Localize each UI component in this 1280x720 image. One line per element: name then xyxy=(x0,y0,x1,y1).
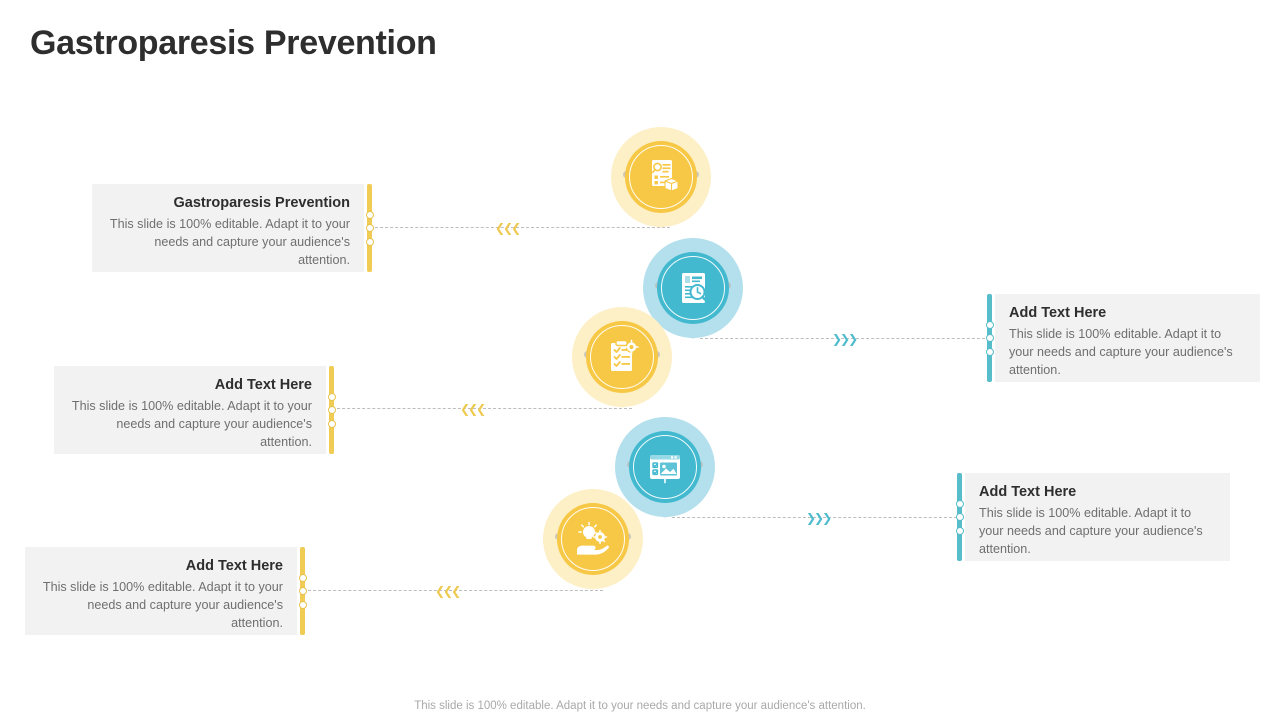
connector-line-2: ❯❯❯ xyxy=(700,332,990,346)
accent-bar-yellow-3 xyxy=(298,547,307,635)
pin-core xyxy=(629,431,701,503)
triple-chevron-right-icon: ❯❯❯ xyxy=(806,511,832,525)
connector-line-1: ❮❮❮ xyxy=(370,221,670,235)
text-card-4-text: This slide is 100% editable. Adapt it to… xyxy=(979,506,1203,556)
accent-bar-yellow-2 xyxy=(327,366,336,454)
page-title: Gastroparesis Prevention xyxy=(30,24,437,62)
text-card-4[interactable]: Add Text Here This slide is 100% editabl… xyxy=(955,473,1230,561)
triple-chevron-left-icon: ❮❮❮ xyxy=(435,584,461,598)
text-card-1-body: Gastroparesis Prevention This slide is 1… xyxy=(92,184,364,272)
connector-line-4: ❯❯❯ xyxy=(672,511,962,525)
accent-dot xyxy=(955,526,964,535)
text-card-1[interactable]: Gastroparesis Prevention This slide is 1… xyxy=(92,184,374,272)
accent-bar-teal-2 xyxy=(955,473,964,561)
connector-line-5: ❮❮❮ xyxy=(303,584,603,598)
map-pin-4[interactable] xyxy=(615,417,715,547)
slide-footer: This slide is 100% editable. Adapt it to… xyxy=(414,700,866,712)
hand-holding-idea-gear-icon xyxy=(577,521,609,555)
accent-bar-yellow-1 xyxy=(365,184,374,272)
text-card-2-text: This slide is 100% editable. Adapt it to… xyxy=(1009,327,1233,377)
map-pin-5[interactable] xyxy=(543,489,643,619)
text-card-1-heading: Gastroparesis Prevention xyxy=(173,195,351,211)
triple-chevron-left-icon: ❮❮❮ xyxy=(495,221,521,235)
text-card-2-body: Add Text Here This slide is 100% editabl… xyxy=(995,294,1260,382)
text-card-2[interactable]: Add Text Here This slide is 100% editabl… xyxy=(985,294,1260,382)
pin-core xyxy=(586,321,658,393)
accent-dot xyxy=(327,393,336,402)
accent-dot xyxy=(985,334,994,343)
accent-dot xyxy=(365,211,374,220)
map-pin-1[interactable] xyxy=(611,127,711,257)
document-checklist-box-icon xyxy=(651,160,679,192)
accent-dot xyxy=(365,237,374,246)
accent-dot xyxy=(298,574,307,583)
text-card-3-text: This slide is 100% editable. Adapt it to… xyxy=(71,399,312,449)
accent-dot xyxy=(298,587,307,596)
text-card-3-body: Add Text Here This slide is 100% editabl… xyxy=(54,366,326,454)
connector-line-3: ❮❮❮ xyxy=(332,402,632,416)
accent-dot xyxy=(298,600,307,609)
accent-bar-teal-1 xyxy=(985,294,994,382)
audit-report-magnifier-icon xyxy=(682,273,709,303)
text-card-3-heading: Add Text Here xyxy=(214,377,312,393)
accent-dot xyxy=(955,513,964,522)
accent-dot xyxy=(985,321,994,330)
pin-core xyxy=(625,141,697,213)
map-pin-2[interactable] xyxy=(643,238,743,368)
text-card-5[interactable]: Add Text Here This slide is 100% editabl… xyxy=(25,547,307,635)
text-card-5-body: Add Text Here This slide is 100% editabl… xyxy=(25,547,297,635)
pin-core xyxy=(657,252,729,324)
presentation-board-checklist-icon xyxy=(650,455,680,484)
text-card-3[interactable]: Add Text Here This slide is 100% editabl… xyxy=(54,366,336,454)
text-card-5-text: This slide is 100% editable. Adapt it to… xyxy=(42,580,283,630)
triple-chevron-left-icon: ❮❮❮ xyxy=(460,402,486,416)
accent-dot xyxy=(327,419,336,428)
clipboard-gear-checklist-icon xyxy=(611,339,639,371)
text-card-4-heading: Add Text Here xyxy=(979,484,1077,500)
map-pin-3[interactable] xyxy=(572,307,672,437)
accent-dot xyxy=(955,500,964,509)
pin-core xyxy=(557,503,629,575)
text-card-1-text: This slide is 100% editable. Adapt it to… xyxy=(109,217,350,267)
accent-dot xyxy=(985,347,994,356)
text-card-4-body: Add Text Here This slide is 100% editabl… xyxy=(965,473,1230,561)
text-card-5-heading: Add Text Here xyxy=(185,558,283,574)
accent-dot xyxy=(365,224,374,233)
text-card-2-heading: Add Text Here xyxy=(1009,305,1107,321)
accent-dot xyxy=(327,406,336,415)
triple-chevron-right-icon: ❯❯❯ xyxy=(832,332,858,346)
